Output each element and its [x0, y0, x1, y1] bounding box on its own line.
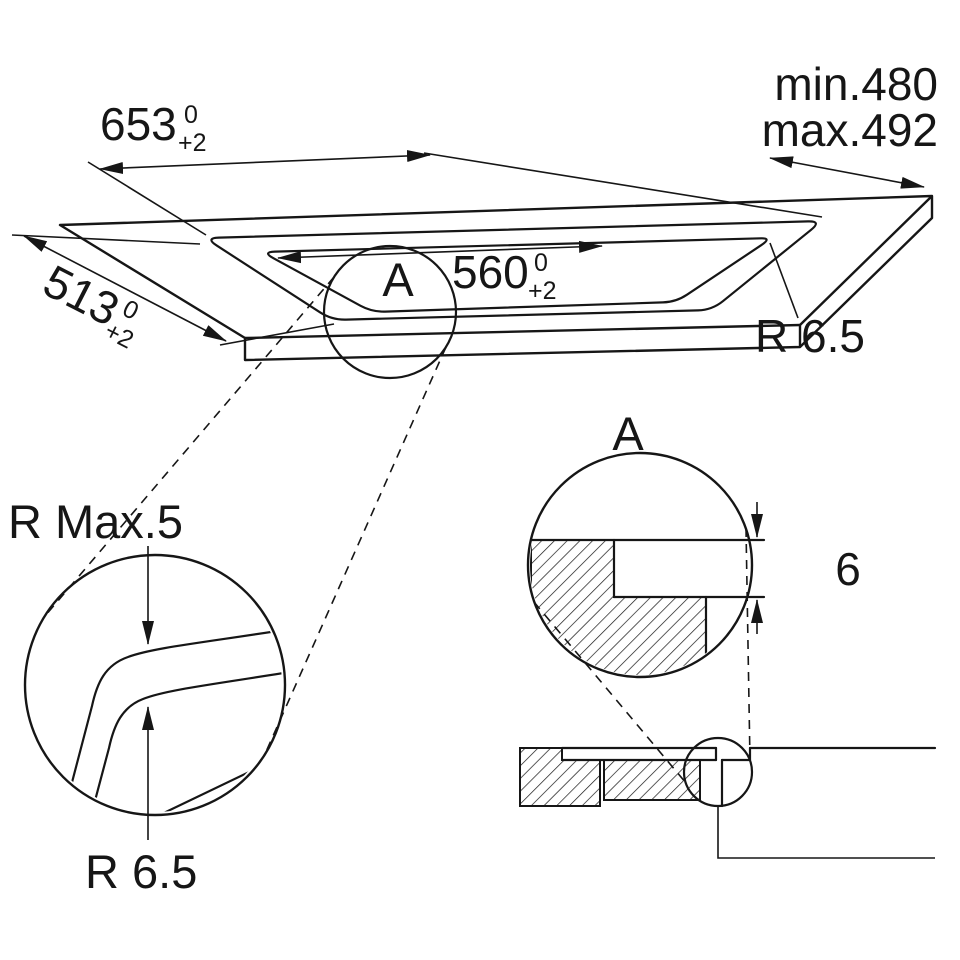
corner-radius-callout: R 6.5 — [755, 242, 865, 362]
cutout-width-tol-top: 0 — [534, 249, 548, 277]
detail-circle — [23, 553, 287, 817]
recess-corner-edge — [90, 670, 282, 812]
cutout-width-value: 560 — [452, 246, 529, 298]
recess-width-tol-bottom: +2 — [178, 129, 207, 157]
worktop-right-top-edge — [799, 195, 933, 326]
reference-bracket-line — [717, 806, 935, 859]
extension-line — [219, 323, 335, 346]
worktop-section-hatch — [530, 539, 707, 675]
worktop-left-section — [519, 747, 601, 807]
dimension-line — [23, 235, 227, 342]
leader-line — [769, 242, 799, 319]
corner-radius-max-label: R Max.5 — [8, 495, 183, 548]
detail-circle — [526, 451, 754, 679]
section-detail-a-view: A 6 — [526, 407, 861, 679]
cutout-corner-radius-label: R 6.5 — [755, 310, 865, 362]
extension-line — [87, 161, 207, 236]
dimension-cutout-width: 560 0 +2 — [277, 240, 603, 305]
recess-front-edge — [143, 747, 282, 812]
recess-step-depth-label: 6 — [835, 543, 861, 595]
recess-width-tol-top: 0 — [184, 101, 198, 129]
dimension-line — [99, 149, 431, 175]
detail-title: A — [612, 407, 644, 460]
corner-radius-detail-label: R 6.5 — [85, 845, 197, 898]
worktop-depth-max: max.492 — [762, 104, 938, 156]
extension-line — [11, 234, 201, 245]
extension-line — [423, 152, 823, 218]
detail-marker-circle — [322, 244, 458, 380]
cutout-width-tol-bottom: +2 — [528, 277, 557, 305]
worktop-front-top-edge — [244, 323, 801, 340]
installed-section-schematic — [519, 736, 937, 859]
corner-radius-detail-view: R Max.5 R 6.5 — [8, 495, 287, 898]
dimension-recess-width: 653 0 +2 — [87, 98, 823, 236]
cutout-corner-edge — [68, 628, 282, 792]
dimension-line — [277, 240, 603, 264]
zoom-connector-line — [44, 276, 335, 617]
detail-marker-a: A — [322, 244, 458, 380]
main-perspective-view — [58, 194, 934, 362]
dimension-worktop-depth-range: min.480 max.492 — [762, 58, 938, 189]
cutout-outline — [267, 237, 768, 313]
zoom-connector-line — [264, 346, 447, 755]
detail-marker-letter: A — [382, 253, 414, 306]
worktop-depth-min: min.480 — [774, 58, 938, 110]
dimension-line — [769, 156, 925, 189]
zoom-connector-line — [745, 527, 751, 762]
recess-width-value: 653 — [100, 98, 177, 150]
